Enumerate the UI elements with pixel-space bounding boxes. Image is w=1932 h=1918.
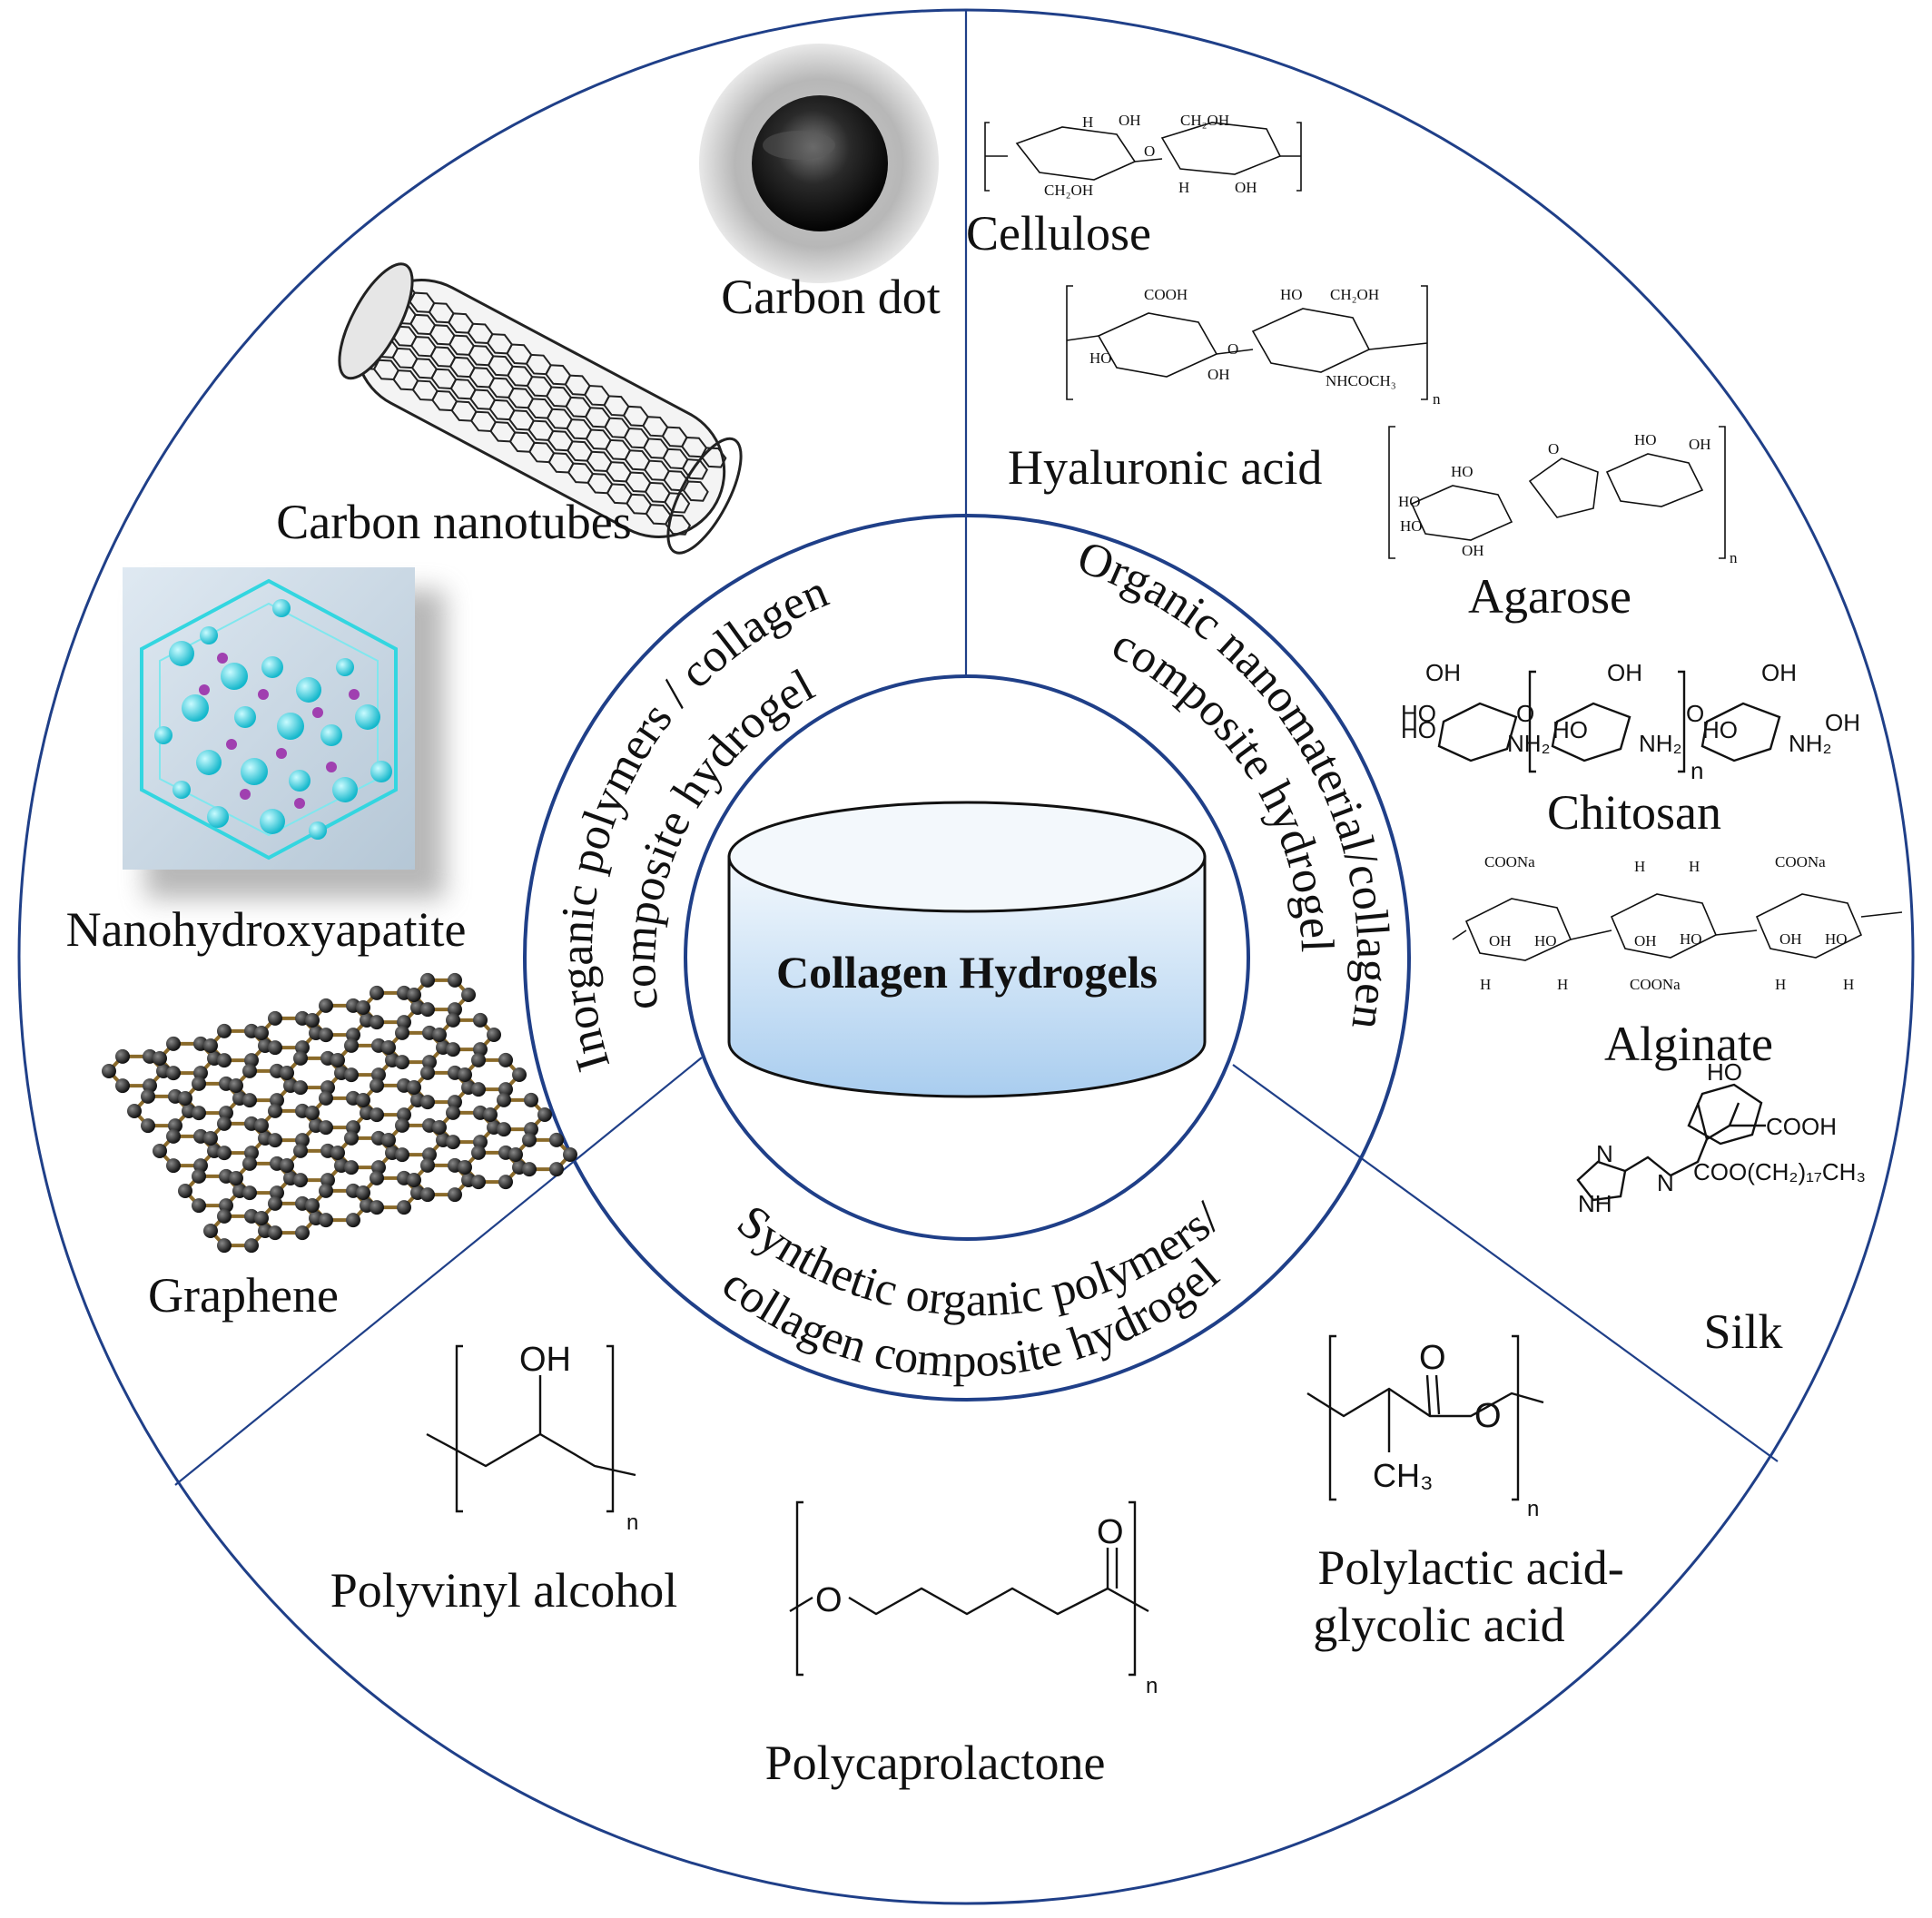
polycaprolactone-structure: O O n xyxy=(789,1500,1158,1698)
svg-text:OH: OH xyxy=(1235,179,1257,196)
svg-text:n: n xyxy=(1730,549,1738,566)
polyvinyl-alcohol-structure: OH n xyxy=(426,1341,638,1535)
svg-text:HO: HO xyxy=(1552,716,1588,743)
label-silk: Silk xyxy=(1703,1304,1782,1359)
svg-text:OH: OH xyxy=(1689,436,1711,453)
svg-text:CH₃: CH₃ xyxy=(1373,1457,1434,1494)
label-graphene: Graphene xyxy=(148,1268,339,1323)
svg-text:O: O xyxy=(1516,700,1534,727)
svg-text:n: n xyxy=(1146,1674,1158,1698)
svg-text:HO: HO xyxy=(1398,493,1421,510)
svg-text:H: H xyxy=(1557,976,1568,993)
svg-text:O: O xyxy=(1474,1397,1502,1435)
svg-text:NH₂: NH₂ xyxy=(1639,730,1682,757)
svg-text:n: n xyxy=(626,1510,638,1535)
svg-text:HO: HO xyxy=(1089,349,1112,367)
svg-text:OH: OH xyxy=(1779,930,1802,948)
svg-text:H: H xyxy=(1775,976,1786,993)
svg-text:COOH: COOH xyxy=(1144,286,1188,303)
svg-text:N: N xyxy=(1657,1169,1674,1196)
graphene-image xyxy=(102,972,577,1254)
svg-text:COONa: COONa xyxy=(1484,853,1535,870)
svg-text:COO(CH₂)₁₇CH₃: COO(CH₂)₁₇CH₃ xyxy=(1693,1158,1866,1185)
svg-text:H: H xyxy=(1480,976,1491,993)
label-agarose: Agarose xyxy=(1468,569,1631,624)
svg-text:NHCOCH₃: NHCOCH₃ xyxy=(1326,372,1396,389)
svg-text:HO: HO xyxy=(1825,930,1848,948)
svg-text:n: n xyxy=(1527,1497,1539,1521)
agarose-structure: HO O HO OH HO HO OH n xyxy=(1388,426,1738,566)
hyaluronic-acid-structure: COOH HO CH₂OH HO OH NHCOCH₃ n O xyxy=(1066,285,1441,408)
svg-text:HO: HO xyxy=(1401,700,1436,727)
svg-text:n: n xyxy=(1433,390,1441,408)
svg-text:OH: OH xyxy=(1208,366,1230,383)
svg-text:OH: OH xyxy=(1761,659,1797,686)
svg-text:O: O xyxy=(1144,143,1155,160)
label-cellulose: Cellulose xyxy=(966,206,1151,261)
label-plga-2: glycolic acid xyxy=(1313,1598,1564,1652)
svg-text:OH: OH xyxy=(519,1341,571,1379)
svg-text:CH₂OH: CH₂OH xyxy=(1180,112,1229,129)
svg-text:OH: OH xyxy=(1825,709,1860,736)
svg-text:HO: HO xyxy=(1400,517,1423,535)
svg-text:NH₂: NH₂ xyxy=(1789,730,1832,757)
label-carbon-dot: Carbon dot xyxy=(721,270,940,324)
svg-text:OH: OH xyxy=(1607,659,1642,686)
label-chitosan: Chitosan xyxy=(1547,785,1721,840)
svg-text:HO: HO xyxy=(1280,286,1303,303)
svg-text:HO: HO xyxy=(1707,1058,1742,1086)
label-alginate: Alginate xyxy=(1604,1017,1773,1071)
svg-text:HO: HO xyxy=(1634,431,1657,448)
center-title: Collagen Hydrogels xyxy=(776,947,1158,998)
divider-lines xyxy=(174,9,1779,1486)
label-polyvinyl-alcohol: Polyvinyl alcohol xyxy=(330,1563,677,1618)
svg-text:N: N xyxy=(1596,1140,1613,1167)
svg-text:HO: HO xyxy=(1401,716,1436,743)
svg-text:COONa: COONa xyxy=(1775,853,1826,870)
svg-text:O: O xyxy=(1686,700,1704,727)
carbon-nanotube-image xyxy=(338,262,743,555)
svg-text:NH: NH xyxy=(1578,1190,1612,1217)
svg-text:CH₂OH: CH₂OH xyxy=(1044,182,1093,199)
svg-text:O: O xyxy=(1097,1513,1124,1551)
svg-text:NH₂: NH₂ xyxy=(1507,730,1551,757)
plga-structure: O O CH₃ n xyxy=(1306,1334,1544,1521)
center-cylinder: Collagen Hydrogels xyxy=(727,801,1207,1098)
label-polycaprolactone: Polycaprolactone xyxy=(765,1736,1106,1790)
label-nanohydroxyapatite: Nanohydroxyapatite xyxy=(66,902,467,957)
svg-text:HO: HO xyxy=(1451,463,1474,480)
svg-text:O: O xyxy=(1227,340,1238,358)
svg-text:H: H xyxy=(1843,976,1854,993)
svg-text:H: H xyxy=(1634,858,1645,875)
svg-text:HO: HO xyxy=(1680,930,1702,948)
label-plga-1: Polylactic acid- xyxy=(1317,1540,1623,1595)
svg-text:OH: OH xyxy=(1119,112,1141,129)
svg-text:O: O xyxy=(1548,440,1559,457)
svg-text:COONa: COONa xyxy=(1630,976,1681,993)
carbon-dot-image xyxy=(699,44,939,283)
svg-text:H: H xyxy=(1082,113,1093,131)
svg-text:CH₂OH: CH₂OH xyxy=(1330,286,1379,303)
svg-text:n: n xyxy=(1690,757,1703,784)
silk-structure: HO N NH N COOH COO(CH₂)₁₇CH₃ xyxy=(1576,1058,1866,1217)
cellulose-structure: H OH CH₂OH CH₂OH H OH O xyxy=(984,112,1302,199)
svg-text:OH: OH xyxy=(1634,932,1657,949)
svg-text:HO: HO xyxy=(1534,932,1557,949)
nanohydroxyapatite-image xyxy=(123,567,445,899)
svg-text:OH: OH xyxy=(1425,659,1461,686)
svg-text:OH: OH xyxy=(1489,932,1512,949)
svg-text:H: H xyxy=(1178,179,1189,196)
label-carbon-nanotubes: Carbon nanotubes xyxy=(276,495,631,549)
svg-text:H: H xyxy=(1689,858,1700,875)
svg-text:HO: HO xyxy=(1702,716,1738,743)
label-hyaluronic-acid: Hyaluronic acid xyxy=(1008,440,1322,495)
svg-text:O: O xyxy=(1419,1339,1446,1377)
svg-text:O: O xyxy=(815,1581,843,1619)
svg-text:OH: OH xyxy=(1462,542,1484,559)
svg-text:COOH: COOH xyxy=(1766,1113,1837,1140)
